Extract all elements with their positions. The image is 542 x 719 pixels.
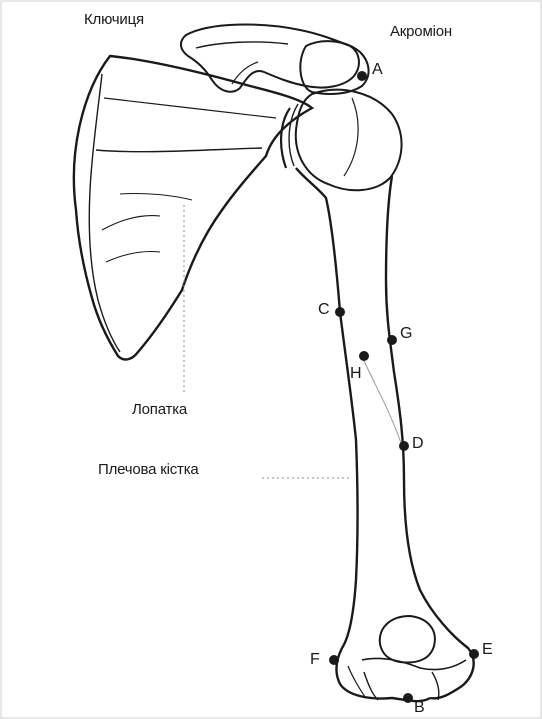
faint-guide-line xyxy=(362,356,402,446)
point-a-dot xyxy=(357,71,367,81)
olecranon-fossa xyxy=(380,616,435,662)
label-humerus: Плечова кістка xyxy=(98,462,199,477)
point-b-label: B xyxy=(414,700,425,716)
label-clavicle: Ключиця xyxy=(84,12,144,27)
point-e-label: E xyxy=(482,642,493,658)
point-c-dot xyxy=(335,307,345,317)
point-h-label: H xyxy=(350,366,362,382)
humeral-head xyxy=(296,90,402,191)
clavicle-inner-line xyxy=(196,42,288,48)
point-d-dot xyxy=(399,441,409,451)
humerus-lateral-edge xyxy=(296,168,430,701)
point-c-label: C xyxy=(318,302,330,318)
point-g-dot xyxy=(387,335,397,345)
point-a-label: A xyxy=(372,62,383,78)
label-scapula: Лопатка xyxy=(132,402,187,417)
point-d-label: D xyxy=(412,436,424,452)
point-h-dot xyxy=(359,351,369,361)
clavicle-shape xyxy=(181,25,359,92)
point-f-dot xyxy=(329,655,339,665)
point-g-label: G xyxy=(400,326,412,342)
label-acromion: Акроміон xyxy=(390,24,452,39)
point-f-label: F xyxy=(310,652,320,668)
scapula-outline xyxy=(74,56,312,359)
point-b-dot xyxy=(403,693,413,703)
point-e-dot xyxy=(469,649,479,659)
